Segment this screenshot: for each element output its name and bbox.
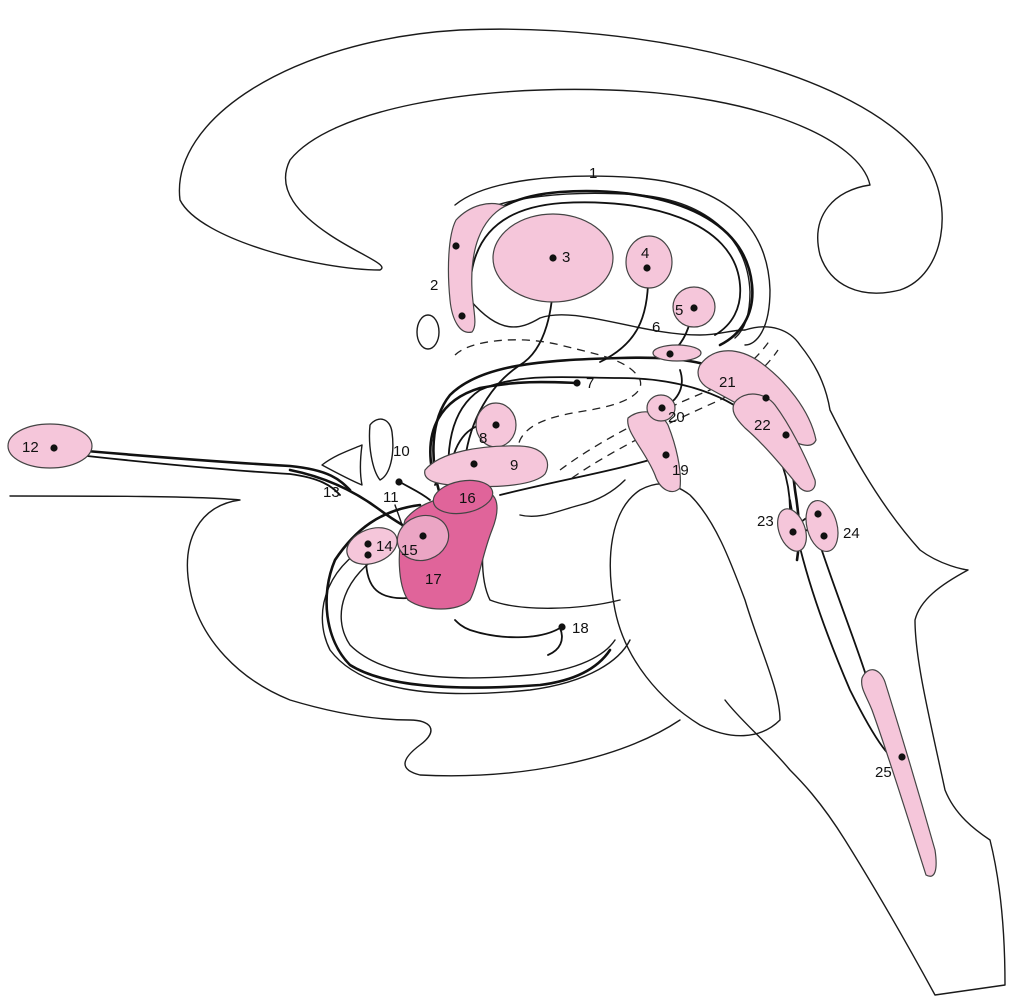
label-22: 22: [754, 417, 771, 434]
label-4: 4: [641, 245, 649, 262]
nucleus-6: [653, 345, 701, 361]
dot-22: [782, 431, 789, 438]
label-13: 13: [323, 484, 340, 501]
nucleus-4: [626, 236, 672, 288]
label-17: 17: [425, 571, 442, 588]
label-10: 10: [393, 443, 410, 460]
dot-2a: [452, 242, 459, 249]
dot-24a: [814, 510, 821, 517]
nucleus-12: [8, 424, 92, 468]
label-7: 7: [586, 375, 594, 392]
dot-3: [549, 254, 556, 261]
label-16: 16: [459, 490, 476, 507]
fiber-18-arrow: [455, 620, 560, 637]
optic-chiasm-shape: [322, 445, 362, 485]
brain-outlines: [10, 29, 1005, 995]
tegmentum-outline: [520, 480, 625, 516]
label-9: 9: [510, 457, 518, 474]
label-8: 8: [479, 430, 487, 447]
label-19: 19: [672, 462, 689, 479]
label-24: 24: [843, 525, 860, 542]
label-21: 21: [719, 374, 736, 391]
label-12: 12: [22, 439, 39, 456]
dot-21: [762, 394, 769, 401]
label-18: 18: [572, 620, 589, 637]
fiber-10-11: [400, 482, 430, 500]
label-20: 20: [668, 409, 685, 426]
label-2: 2: [430, 277, 438, 294]
label-6: 6: [652, 319, 660, 336]
nucleus-9: [425, 446, 548, 487]
dot-15: [419, 532, 426, 539]
dot-8: [492, 421, 499, 428]
anterior-commissure-shape: [369, 419, 392, 480]
dot-5: [690, 304, 697, 311]
dot-20: [658, 404, 665, 411]
dot-23: [789, 528, 796, 535]
label-15: 15: [401, 542, 418, 559]
label-11: 11: [383, 489, 399, 506]
dot-9: [470, 460, 477, 467]
label-14: 14: [376, 538, 393, 555]
dot-14a: [364, 540, 371, 547]
dot-19: [662, 451, 669, 458]
label-3: 3: [562, 249, 570, 266]
nucleus-24: [801, 497, 843, 555]
dot-4: [643, 264, 650, 271]
label-1: 1: [589, 165, 597, 182]
dot-2b: [458, 312, 465, 319]
label-25: 25: [875, 764, 892, 781]
cerebellum-outline: [610, 484, 780, 736]
dot-11: [395, 478, 402, 485]
dot-6: [666, 350, 673, 357]
dot-12: [50, 444, 57, 451]
label-5: 5: [675, 302, 683, 319]
dot-18: [558, 623, 565, 630]
dot-24b: [820, 532, 827, 539]
dot-14b: [364, 551, 371, 558]
small-commissure-oval: [417, 315, 439, 349]
dot-25: [898, 753, 905, 760]
midbrain-lower-outline: [483, 510, 621, 608]
label-23: 23: [757, 513, 774, 530]
dot-7: [573, 379, 580, 386]
olfactory-tract: [52, 448, 350, 490]
nucleus-14: [342, 521, 402, 571]
nucleus-25: [862, 670, 937, 877]
olfactory-tract-lower: [52, 452, 340, 495]
